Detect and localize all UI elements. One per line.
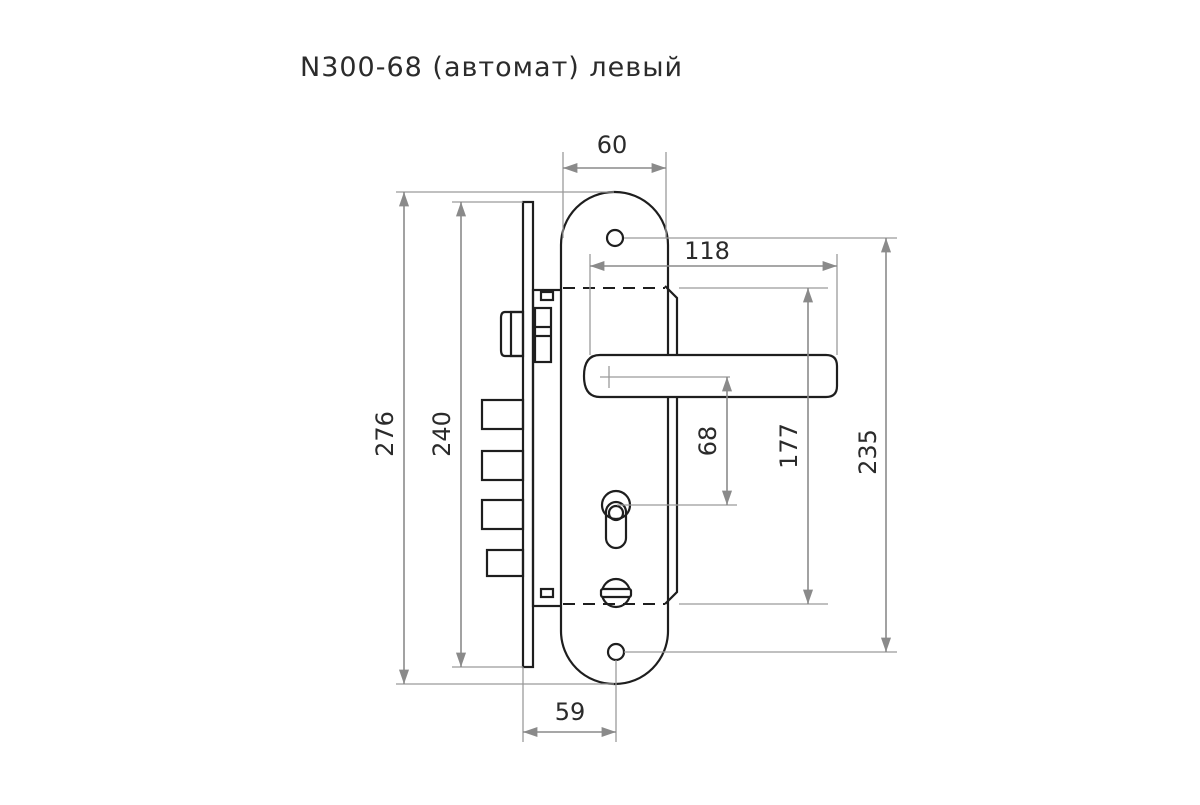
- lever-handle: [582, 353, 839, 399]
- mortise-case: [531, 288, 565, 608]
- dimension-177-label: 177: [775, 423, 803, 469]
- latch-bolt: [499, 306, 553, 364]
- screw-tab-bottom: [539, 587, 555, 599]
- screw-tab-top: [539, 290, 555, 302]
- dimension-276: 276: [371, 191, 614, 685]
- dimension-68-label: 68: [694, 426, 722, 457]
- lock-body: [480, 200, 565, 669]
- dimension-235: 235: [624, 237, 897, 653]
- dimension-235-label: 235: [854, 429, 882, 475]
- thumb-turn: [599, 577, 633, 609]
- dimension-240: 240: [428, 201, 523, 668]
- drawing-title: N300-68 (автомат) левый: [300, 52, 684, 83]
- dimension-60: 60: [562, 131, 667, 238]
- escutcheon-plate: [559, 190, 679, 686]
- cylinder-hole: [600, 489, 632, 550]
- top-screw-hole: [605, 228, 625, 248]
- dimension-240-label: 240: [428, 411, 456, 457]
- dimension-68: 68: [617, 377, 737, 506]
- dimension-118: 118: [589, 237, 838, 355]
- dimension-276-label: 276: [371, 411, 399, 457]
- faceplate: [521, 200, 535, 669]
- dead-bolts: [480, 398, 525, 578]
- dimension-59-label: 59: [555, 698, 586, 726]
- dimension-177: 177: [679, 287, 828, 605]
- dimension-59: 59: [522, 660, 617, 742]
- dimension-60-label: 60: [597, 131, 628, 159]
- dimension-118-label: 118: [684, 237, 730, 265]
